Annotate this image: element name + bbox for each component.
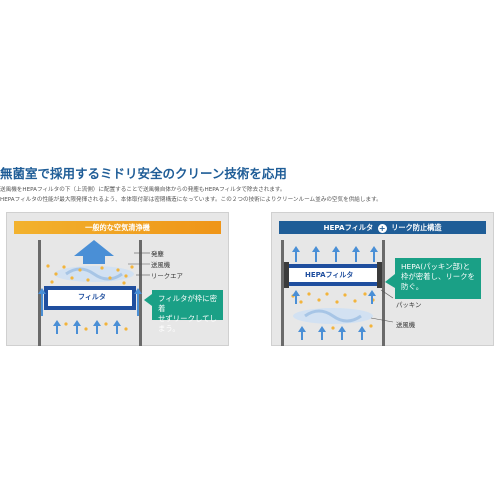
label-fan: 送風機 <box>151 261 171 269</box>
right-callout-line-1: HEPA(パッキン部)と <box>401 262 471 271</box>
right-panel-header: HEPAフィルタ + リーク防止構造 <box>279 221 486 234</box>
left-callout-line-2: せずリークしてしまう。 <box>158 314 217 333</box>
filter-label: フィルタ <box>78 293 106 301</box>
label-fan: 送風機 <box>396 321 416 329</box>
label-gasket: パッキン <box>396 301 422 309</box>
plus-icon: + <box>377 224 387 233</box>
inflow-arrows-icon <box>298 326 366 340</box>
right-callout-line-3: 防ぐ。 <box>401 282 424 291</box>
clean-outflow-arrows-icon <box>292 246 378 262</box>
dust-particles-icon <box>46 264 134 285</box>
page-title: 無菌室で採用するミドリ安全のクリーン技術を応用 <box>0 166 287 181</box>
left-panel-header: 一般的な空気清浄機 <box>14 221 221 234</box>
right-callout: HEPA(パッキン部)と 枠が密着し、リークを 防ぐ。 <box>395 258 481 299</box>
fan-icon <box>293 308 373 324</box>
right-callout-line-2: 枠が密着し、リークを <box>401 272 475 281</box>
label-leak-air: リークエア <box>151 272 183 280</box>
hepa-filter-label: HEPAフィルタ <box>305 271 354 279</box>
label-dust: 発塵 <box>151 250 164 258</box>
left-callout: フィルタが枠に密着 せずリークしてしまう。 <box>152 290 223 333</box>
gasket-right <box>377 262 382 288</box>
description-line-1: 送風機をHEPAフィルタの下（上流側）に配置することで送風機自体からの発塵もHE… <box>0 187 286 193</box>
left-diagram <box>38 240 152 346</box>
right-header-leak: リーク防止構造 <box>391 223 442 232</box>
right-diagram <box>281 240 395 346</box>
gasket-left <box>284 262 289 288</box>
inflow-arrows-icon <box>53 320 121 334</box>
right-header-hepa: HEPAフィルタ <box>323 223 374 232</box>
fan-icon <box>54 266 134 282</box>
left-callout-line-1: フィルタが枠に密着 <box>158 294 217 313</box>
description-line-2: HEPAフィルタの性能が最大限発揮されるよう、本体取付部は密閉構造になっています… <box>0 197 382 203</box>
outflow-arrow-icon <box>74 240 114 264</box>
